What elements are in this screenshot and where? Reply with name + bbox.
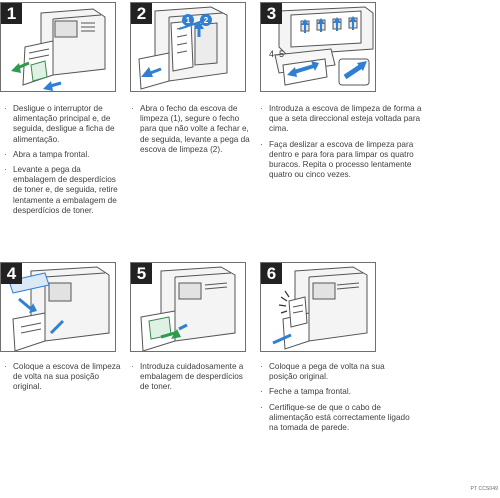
step-2-instructions: Abra o fecho da escova de limpeza (1), s… (131, 104, 251, 160)
step-3-illustration: 4–5 3 (260, 2, 376, 92)
step-5-instructions: Introduza cuidadosamente a embalagem de … (131, 362, 251, 398)
step-2-callout-2: 2 (204, 16, 209, 25)
step-4-instructions: Coloque a escova de limpeza de volta na … (4, 362, 124, 398)
step-2-number-badge: 2 (131, 3, 152, 24)
step-3-instructions: Introduza a escova de limpeza de forma a… (260, 104, 435, 185)
step-5-illustration: 5 (130, 262, 246, 352)
step-4-number-badge: 4 (1, 263, 22, 284)
step-3-instruction: Faça deslizar a escova de limpeza para d… (260, 140, 435, 181)
step-2-drawing: 1 2 (138, 6, 228, 90)
step-4-drawing (8, 266, 110, 351)
step-1-number-badge: 1 (1, 3, 22, 24)
step-5-instruction: Introduza cuidadosamente a embalagem de … (131, 362, 251, 393)
step-1-instruction: Levante a pega da embalagem de desperdíc… (4, 165, 124, 216)
step-6-drawing (272, 266, 368, 350)
step-5-drawing (140, 266, 236, 351)
step-1-illustration: 1 (0, 2, 116, 92)
step-2-illustration: 1 2 2 (130, 2, 246, 92)
step-6-instruction: Feche a tampa frontal. (260, 387, 410, 397)
step-6-instruction: Certifique-se de que o cabo de alimentaç… (260, 403, 410, 434)
step-1-instruction: Abra a tampa frontal. (4, 150, 124, 160)
step-4-illustration: 4 (0, 262, 116, 352)
step-6-number-badge: 6 (261, 263, 282, 284)
step-3-drawing: 4–5 (269, 6, 374, 86)
step-1-instruction: Desligue o interruptor de alimentação pr… (4, 104, 124, 145)
step-6-instruction: Coloque a pega de volta na sua posição o… (260, 362, 410, 382)
step-3-instruction: Introduza a escova de limpeza de forma a… (260, 104, 435, 135)
step-6-instructions: Coloque a pega de volta na sua posição o… (260, 362, 410, 438)
step-4-instruction: Coloque a escova de limpeza de volta na … (4, 362, 124, 393)
step-2-callout-1: 1 (186, 16, 191, 25)
step-1-instructions: Desligue o interruptor de alimentação pr… (4, 104, 124, 221)
step-2-instruction: Abra o fecho da escova de limpeza (1), s… (131, 104, 251, 155)
document-code: PT CCS049 (470, 486, 498, 492)
step-3-number-badge: 3 (261, 3, 282, 24)
step-1-drawing (11, 8, 106, 91)
step-5-number-badge: 5 (131, 263, 152, 284)
step-6-illustration: 6 (260, 262, 376, 352)
step-3-callout: 4–5 (269, 49, 284, 59)
